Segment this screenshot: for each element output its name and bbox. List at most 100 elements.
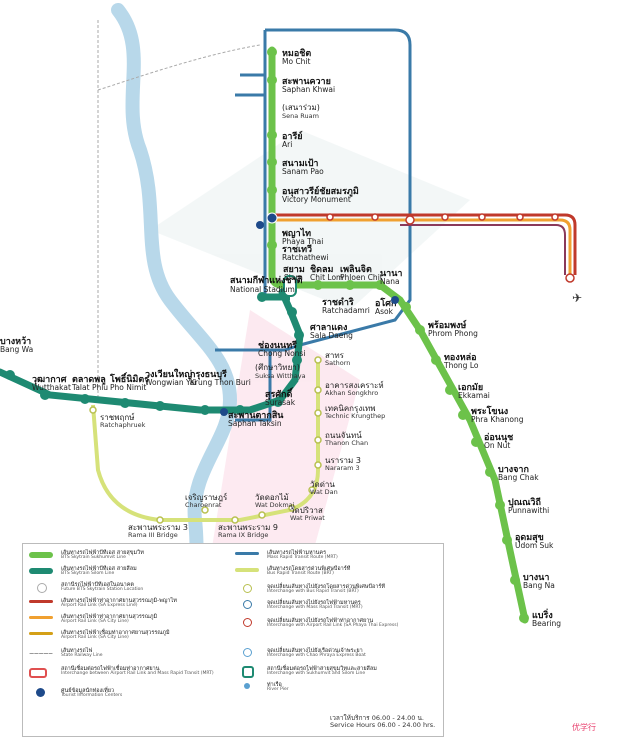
station-chongnonsi[interactable] (292, 355, 302, 365)
legend-th: เส้นทางรถไฟ (61, 648, 93, 654)
legend-swatch (37, 583, 47, 593)
label-phonimit-en: Pho Nimit (110, 383, 146, 392)
brt-rama9-en: Rama IX Bridge (218, 531, 268, 539)
station-krungthonburi[interactable] (200, 405, 210, 415)
station-udomsuk[interactable] (502, 535, 512, 545)
label-ari-en: Ari (282, 140, 292, 149)
legend-row: เส้นทางรถไฟฟ้าบีทีเอส สายสุขุมวิท BTS Sk… (29, 550, 429, 562)
station-nana[interactable] (375, 280, 385, 290)
station-bearing[interactable] (519, 613, 529, 623)
brt-stop[interactable] (156, 516, 164, 524)
legend-row: จุดเปลี่ยนเส้นทางไปยังรถไฟฟ้ามหานคร Inte… (235, 600, 435, 612)
station-wongwianyai[interactable] (155, 401, 165, 411)
arl-station[interactable] (371, 213, 379, 221)
label-wongwianyai-th: วงเวียนใหญ่ (145, 368, 192, 380)
arl-station[interactable] (441, 213, 449, 221)
station-sanampao[interactable] (267, 157, 277, 167)
brt-ratchaphruek-th: ราชพฤกษ์ (100, 412, 135, 422)
arl-station[interactable] (565, 273, 575, 283)
label-ratchadamri-th: ราชดำริ (322, 297, 354, 308)
legend-swatch (235, 552, 259, 555)
arl-station[interactable] (478, 213, 486, 221)
label-phayathai-th: พญาไท (282, 227, 311, 239)
arl-station[interactable] (405, 215, 415, 225)
arl-station[interactable] (551, 213, 559, 221)
station-thonglo[interactable] (431, 355, 441, 365)
station-bangna[interactable] (510, 575, 520, 585)
legend-en: Interchange with Bus Rapid Transit (BRT) (267, 589, 359, 594)
label-siam-en: Siam (284, 273, 303, 282)
legend-th: เส้นทางรถไฟฟ้าบีทีเอส สายสีลม (61, 566, 137, 572)
station-saphantaksin[interactable] (235, 405, 245, 415)
brt-stop[interactable] (201, 506, 209, 514)
legend-swatch (243, 600, 252, 609)
brt-stop[interactable] (308, 486, 316, 494)
station-saphankhwai[interactable] (267, 75, 277, 85)
station-nationalstadium[interactable] (257, 292, 267, 302)
station-bangwa[interactable] (5, 370, 15, 380)
station-ratchadamri[interactable] (287, 307, 297, 317)
label-ratchathewi-en: Ratchathewi (282, 253, 329, 262)
station-ari[interactable] (267, 130, 277, 140)
brt-stop[interactable] (89, 406, 97, 414)
brt-stop[interactable] (231, 516, 239, 524)
legend-th: สถานีเชื่อมต่อรถไฟฟ้าเชื่อมท่าอากาศยาน (61, 666, 160, 672)
legend-en: Interchange with Chao Phraya Express Boa… (267, 653, 366, 658)
station-phayathai[interactable] (266, 212, 278, 224)
brt-watpriwat-th: วัดปริวาส (290, 506, 323, 515)
label-bearing-en: Bearing (532, 619, 561, 628)
legend-swatch (29, 568, 53, 574)
arl-station[interactable] (516, 213, 524, 221)
legend-row: เส้นทางรถไฟฟ้าท่าอากาศยานสุวรรณภูมิ Airp… (29, 614, 429, 626)
station-phloenchit[interactable] (345, 280, 355, 290)
station-ekkamai[interactable] (445, 385, 455, 395)
legend-swatch (29, 616, 53, 619)
central-labels: สยาม Siam ชิดลม Chit Lom เพลินจิต Phloen… (228, 264, 402, 428)
station-punnawithi[interactable] (495, 500, 505, 510)
station-victory[interactable] (267, 185, 277, 195)
brt-stop[interactable] (314, 409, 322, 417)
label-surasak-th: สุรศักดิ์ (265, 387, 294, 400)
label-krungthonburi-th: กรุงธนบุรี (190, 369, 227, 380)
station-saladaeng[interactable] (294, 330, 304, 340)
brt-thanonchan-th: ถนนจันทน์ (325, 430, 362, 440)
label-sanampao-en: Sanam Pao (282, 167, 324, 176)
station-onnut[interactable] (471, 437, 481, 447)
station-bangchak[interactable] (485, 467, 495, 477)
label-phrakhanong-en: Phra Khanong (471, 415, 524, 424)
brt-stop[interactable] (288, 504, 296, 512)
label-victory-th: อนุสาวรีย์ชัยสมรภูมิ (282, 185, 359, 197)
station-surasak[interactable] (273, 397, 283, 407)
arl-station[interactable] (326, 213, 334, 221)
label-surasak-en: Surasak (265, 398, 296, 407)
legend-en: Tourist Information Centers (61, 693, 123, 698)
airport-rail-link-city (275, 218, 572, 275)
legend-row: เส้นทางรถไฟฟ้าบีทีเอส สายสีลม BTS Skytra… (29, 566, 429, 578)
station-phonimit[interactable] (120, 398, 130, 408)
legend-row: ท่าเรือ River Pier (235, 682, 435, 694)
brt-stop[interactable] (258, 511, 266, 519)
brt-stop[interactable] (314, 461, 322, 469)
station-phromphong[interactable] (415, 325, 425, 335)
legend-swatch (29, 600, 53, 603)
station-talatphlu[interactable] (80, 394, 90, 404)
station-asok[interactable] (401, 302, 411, 312)
brt-stop[interactable] (314, 436, 322, 444)
brt-stop[interactable] (314, 386, 322, 394)
station-phrakhanong[interactable] (458, 410, 468, 420)
brt-stop[interactable] (314, 356, 322, 364)
station-mochit[interactable] (267, 47, 277, 57)
label-bangchak-en: Bang Chak (498, 473, 539, 482)
station-siam[interactable] (283, 275, 297, 297)
label-chitlom-en: Chit Lom (310, 273, 343, 282)
station-ratchathewi[interactable] (267, 240, 277, 250)
label-punnawithi-en: Punnawithi (508, 506, 549, 515)
legend-row: เส้นทางรถไฟฟ้ามหานคร Mass Rapid Transit … (235, 550, 435, 562)
label-suksawittaya-en: Suksa Witthaya (255, 372, 306, 380)
station-wutthakat[interactable] (40, 390, 50, 400)
label-nationalstadium-th: สนามกีฬาแห่งชาติ (230, 275, 303, 286)
label-sanampao-th: สนามเป้า (282, 158, 318, 169)
station-chitlom[interactable] (313, 280, 323, 290)
legend-swatch (242, 666, 254, 678)
legend-th: เส้นทางรถไฟฟ้ามหานคร (267, 550, 327, 556)
